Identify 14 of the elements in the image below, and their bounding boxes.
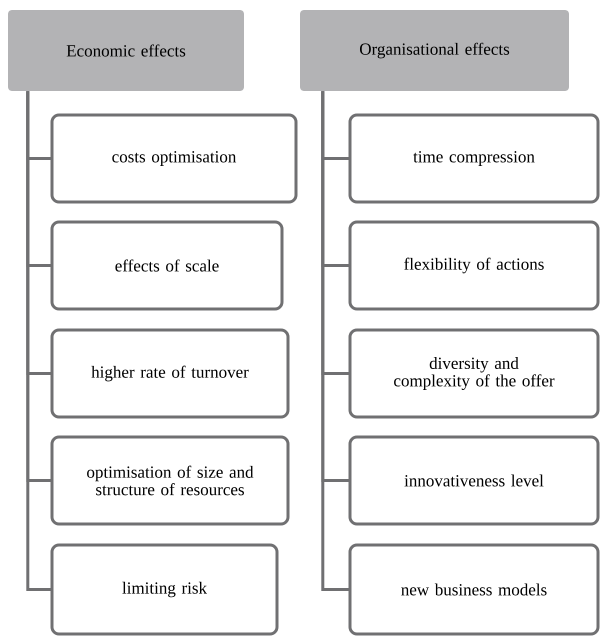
effect-box: optimisation of size and structure of resources [50,436,290,526]
category-box: Economic effects [8,10,244,91]
category-box: Organisational effects [300,10,569,91]
effect-box: costs optimisation [50,114,298,204]
effect-box: new business models [348,544,600,636]
connector-line [321,91,348,591]
effect-box: innovativeness level [348,436,600,526]
effect-box: limiting risk [50,544,278,636]
effect-box: time compression [348,114,600,204]
effect-box: diversity and complexity of the offer [348,328,600,418]
effect-box: higher rate of turnover [50,328,290,418]
connector-line [26,91,50,591]
effect-box: flexibility of actions [348,220,600,310]
effect-box: effects of scale [50,220,284,310]
